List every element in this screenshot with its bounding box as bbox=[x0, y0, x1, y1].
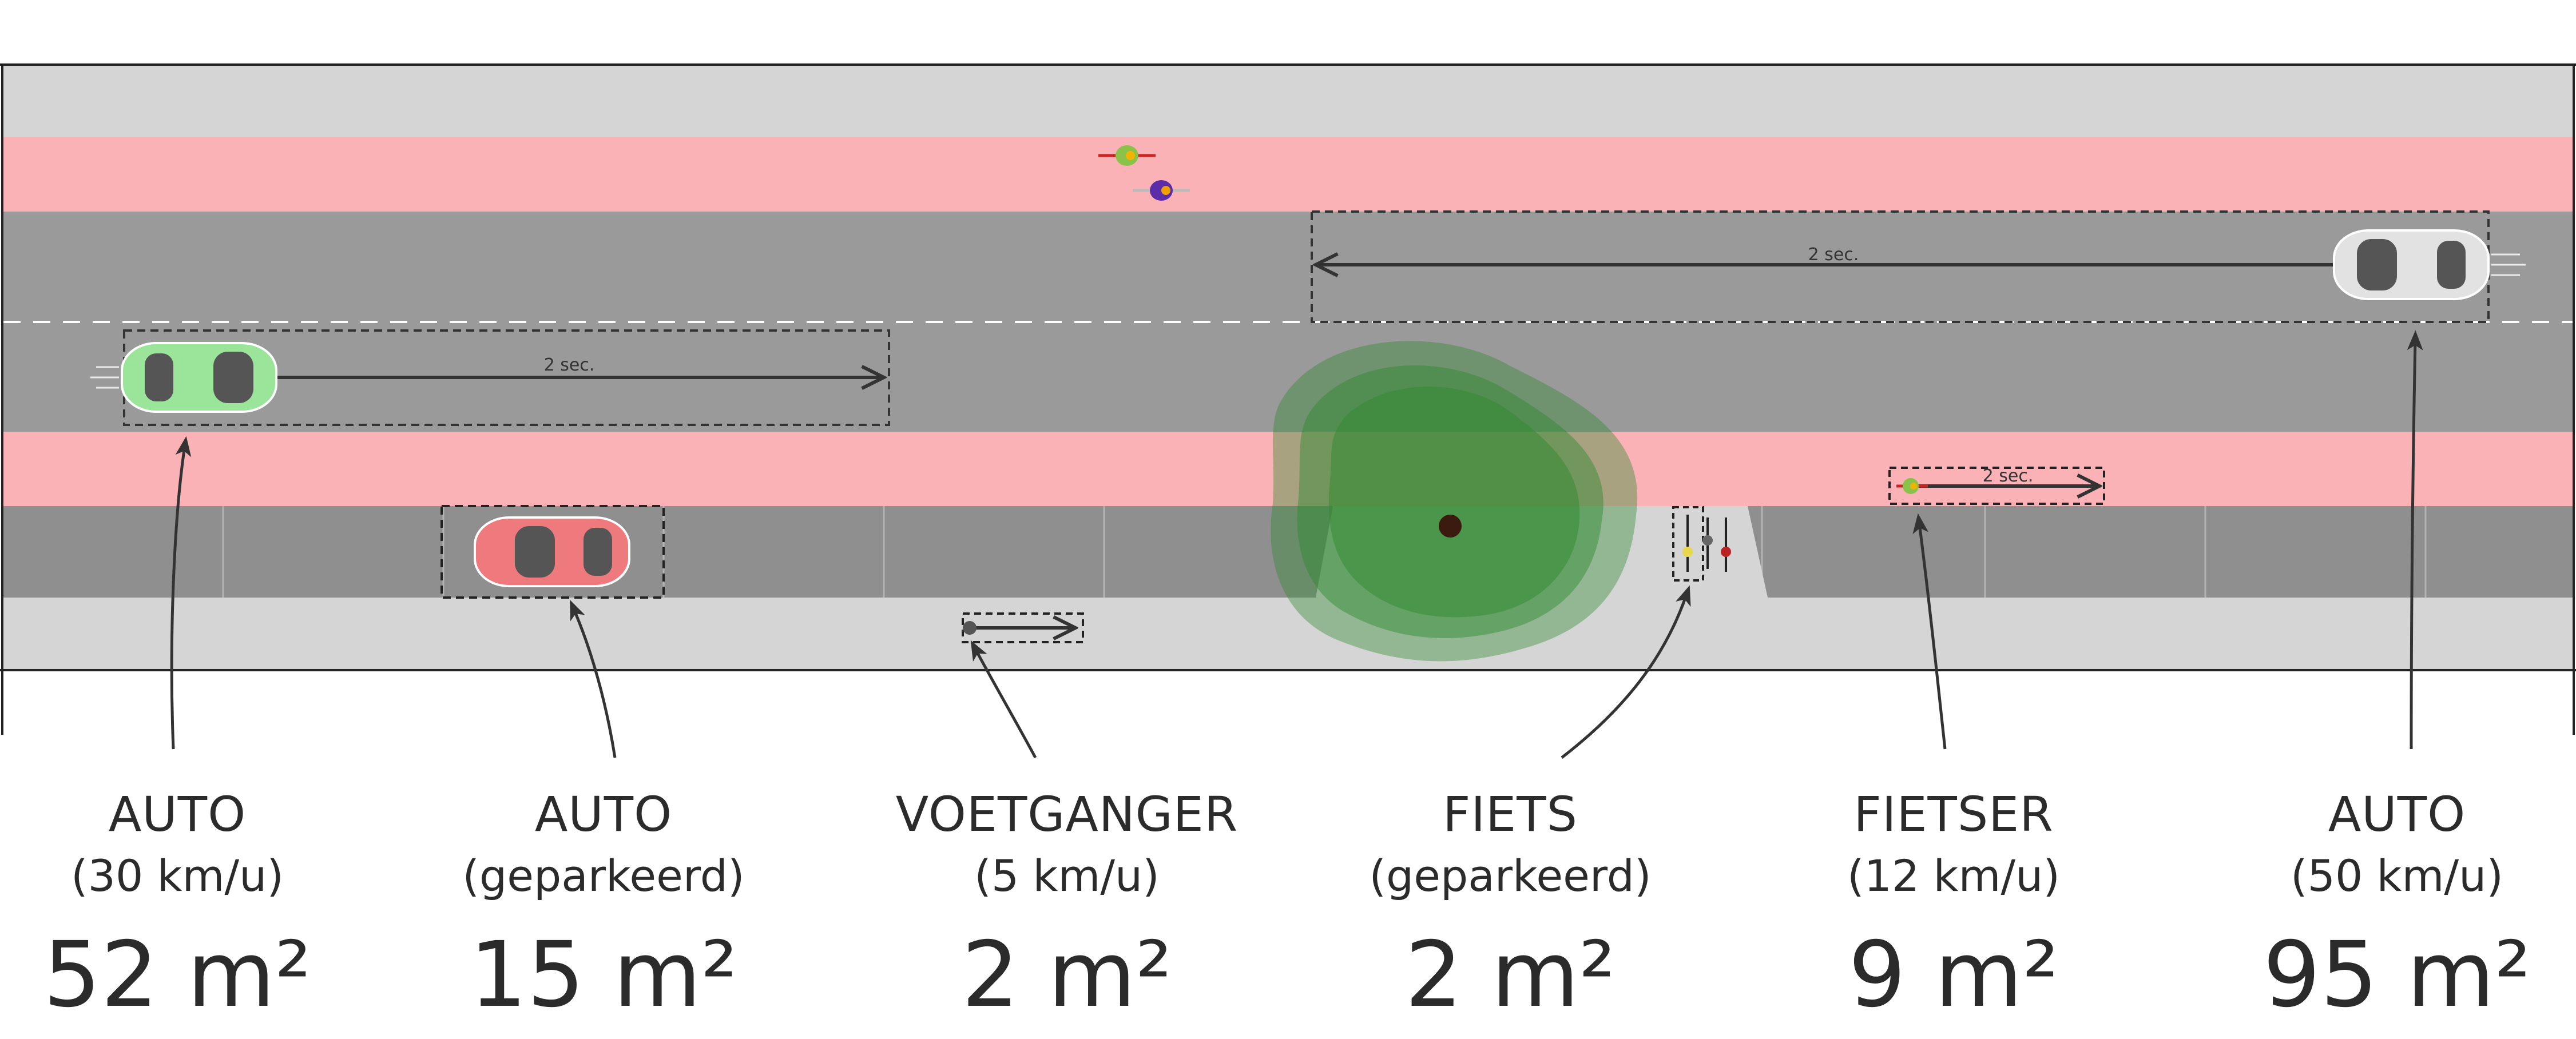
sidewalk-top bbox=[3, 66, 2573, 137]
street-frame bbox=[0, 63, 2576, 735]
legend-detail: (30 km/u) bbox=[71, 850, 284, 901]
car-30-space: 2 sec. bbox=[90, 329, 890, 426]
pointer-arrows bbox=[170, 330, 2423, 759]
pedestrian-icon bbox=[963, 621, 977, 635]
legend-kind: AUTO bbox=[2328, 786, 2466, 842]
car-50-space: 2 sec. bbox=[1311, 210, 2526, 323]
cyclist-top-view-icon bbox=[1896, 478, 1928, 494]
legend-detail: (5 km/u) bbox=[974, 850, 1160, 901]
legend-kind: FIETSER bbox=[1853, 786, 2054, 842]
legend-kind: FIETS bbox=[1443, 786, 1578, 842]
cyclist-duration: 2 sec. bbox=[1983, 466, 2034, 486]
legend-detail: (geparkeerd) bbox=[1369, 850, 1652, 901]
pedestrian-space bbox=[962, 612, 1084, 643]
legend-kind: AUTO bbox=[534, 786, 673, 842]
legend-area: 2 m² bbox=[962, 922, 1172, 1028]
legend-detail: (12 km/u) bbox=[1847, 850, 2060, 901]
car-50-duration: 2 sec. bbox=[1808, 245, 1859, 265]
tree-top-view-icon bbox=[1271, 341, 1638, 662]
legend-area: 95 m² bbox=[2263, 922, 2531, 1028]
legend-area: 9 m² bbox=[1848, 922, 2059, 1028]
parked-bike-icon bbox=[1682, 515, 1731, 572]
car-30-duration: 2 sec. bbox=[544, 355, 595, 375]
bike-lane-top bbox=[3, 137, 2573, 212]
cyclist-space: 2 sec. bbox=[1888, 466, 2105, 505]
parked-bike-space bbox=[1672, 506, 1731, 582]
bike-lane-bottom bbox=[3, 432, 2573, 506]
legend-detail: (50 km/u) bbox=[2291, 850, 2503, 901]
car-top-view-icon bbox=[90, 342, 277, 413]
parked-car-space bbox=[440, 505, 665, 599]
legend-area: 15 m² bbox=[469, 922, 738, 1028]
cyclist-top-view-icon bbox=[1098, 145, 1156, 166]
parking-bay-dividers bbox=[222, 506, 2427, 598]
car-top-view-icon bbox=[474, 516, 630, 587]
legend-area: 2 m² bbox=[1405, 922, 1616, 1028]
legend-kind: VOETGANGER bbox=[895, 786, 1239, 842]
sidewalk-bottom bbox=[3, 598, 2573, 669]
car-top-view-icon bbox=[2333, 229, 2526, 300]
legend-detail: (geparkeerd) bbox=[462, 850, 745, 901]
legend-area: 52 m² bbox=[43, 922, 312, 1028]
cyclist-top-view-icon bbox=[1133, 180, 1190, 201]
parking-strip bbox=[3, 506, 2573, 598]
legend-kind: AUTO bbox=[108, 786, 247, 842]
